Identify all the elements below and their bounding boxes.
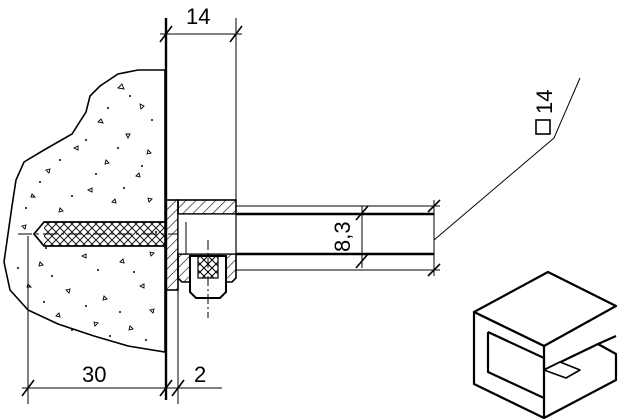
dimension-right-outer (427, 199, 441, 277)
concrete-dots (17, 95, 157, 341)
dim-square-14-label: 14 (532, 90, 557, 114)
dimension-8-3: 8,3 (236, 205, 380, 269)
square-leader: 14 (433, 77, 581, 241)
clip-isometric-view (472, 270, 618, 419)
dim-30-label: 30 (82, 362, 106, 387)
wall-dowel (18, 221, 186, 247)
dimension-30: 30 (21, 236, 173, 404)
set-screw (189, 240, 227, 318)
dim-2-label: 2 (194, 362, 206, 387)
concrete-aggregate (21, 83, 155, 331)
dim-8-3-label: 8,3 (330, 221, 355, 252)
dim-14-label: 14 (186, 4, 210, 29)
dimension-14: 14 (159, 4, 243, 202)
concrete-wall (3, 69, 166, 353)
square-symbol-icon (535, 119, 551, 135)
dimension-2: 2 (160, 290, 222, 404)
